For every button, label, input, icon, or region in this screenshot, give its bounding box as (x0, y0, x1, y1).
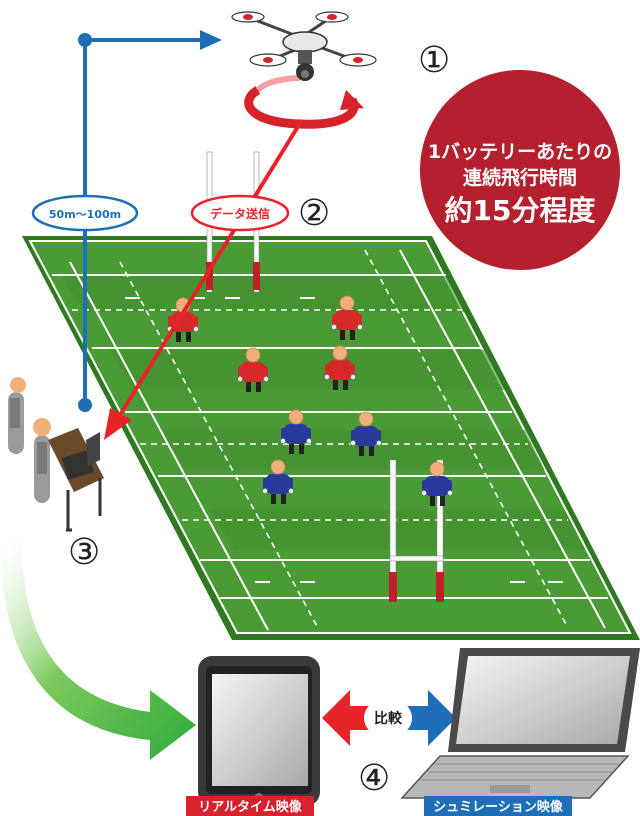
players (167, 295, 453, 506)
caption-realtime: リアルタイム映像 (198, 799, 303, 815)
compare-label: 比較 (374, 710, 403, 727)
compare-right-arrow (406, 690, 456, 746)
drone-icon (231, 11, 377, 129)
person-icon (8, 377, 26, 454)
player-icon (421, 461, 453, 506)
tablet-icon (198, 656, 320, 806)
data-transfer-label: データ送信 (210, 206, 270, 221)
compare-arrows: 比較 (322, 690, 456, 746)
laptop-screen (456, 656, 630, 744)
player-icon (262, 459, 294, 504)
caption-realtime-box (186, 796, 314, 816)
altitude-arrow-head (200, 30, 222, 50)
near-goal-post (389, 459, 444, 602)
player-icon (237, 347, 269, 392)
altitude-label: 50m～100m (49, 208, 121, 221)
laptop-icon (400, 648, 640, 799)
battery-callout: 1バッテリーあたりの 連続飛行時間 約15分程度 (420, 70, 620, 270)
altitude-bottom-dot (78, 398, 92, 412)
player-icon (167, 297, 199, 342)
battery-callout-line1: 1バッテリーあたりの (428, 141, 612, 163)
step-4-number: ④ (358, 758, 390, 799)
compare-left-arrow (322, 690, 372, 746)
altitude-top-dot (78, 33, 92, 47)
player-icon (350, 411, 382, 456)
player-icon (331, 295, 363, 340)
operator-station (8, 377, 104, 532)
battery-callout-line3: 約15分程度 (445, 194, 596, 227)
player-icon (280, 409, 312, 454)
tablet-screen (212, 674, 308, 786)
altitude-pill (31, 194, 139, 232)
player-icon (324, 345, 356, 390)
step-3-number: ③ (68, 532, 100, 573)
altitude-line: 50m～100m (31, 30, 222, 412)
data-transfer-arrow: データ送信 (104, 118, 304, 440)
data-transfer-pill (190, 194, 290, 232)
caption-simulation-box (424, 796, 572, 816)
step-2-number: ② (298, 193, 330, 234)
rugby-field (22, 236, 640, 640)
caption-simulation: シュミレーション映像 (433, 799, 564, 815)
person-icon (33, 418, 51, 503)
battery-callout-line2: 連続飛行時間 (463, 166, 577, 189)
green-flow-arrow (0, 540, 196, 760)
step-1-number: ① (418, 40, 450, 81)
